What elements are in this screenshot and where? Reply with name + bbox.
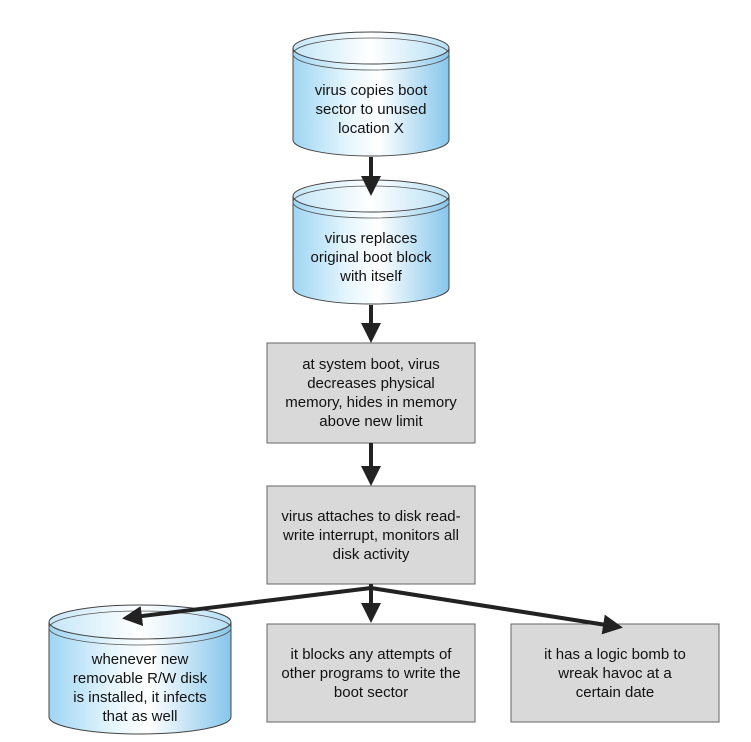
cylinder-replace-boot-block [292, 179, 450, 305]
label-infect-removable: whenever new removable R/W disk is insta… [72, 651, 208, 725]
arrow-attach-to-infect [122, 586, 372, 626]
label-block-writes: it blocks any attempts of other programs… [281, 645, 461, 701]
box-system-boot [266, 342, 476, 444]
label-replace-boot-block: virus replaces original boot block with … [310, 229, 432, 285]
label-attach-interrupt: virus attaches to disk read- write inter… [281, 507, 461, 563]
label-copy-boot-sector: virus copies boot sector to unused locat… [314, 81, 428, 137]
cylinder-copy-boot-sector [292, 31, 450, 157]
arrow-attach-to-bomb [370, 586, 623, 635]
box-attach-interrupt [266, 485, 476, 585]
box-block-writes [266, 623, 476, 723]
label-system-boot: at system boot, virus decreases physical… [285, 356, 457, 430]
label-logic-bomb: it has a logic bomb to wreak havoc at a … [544, 645, 686, 701]
cylinder-infect-removable [48, 604, 232, 735]
